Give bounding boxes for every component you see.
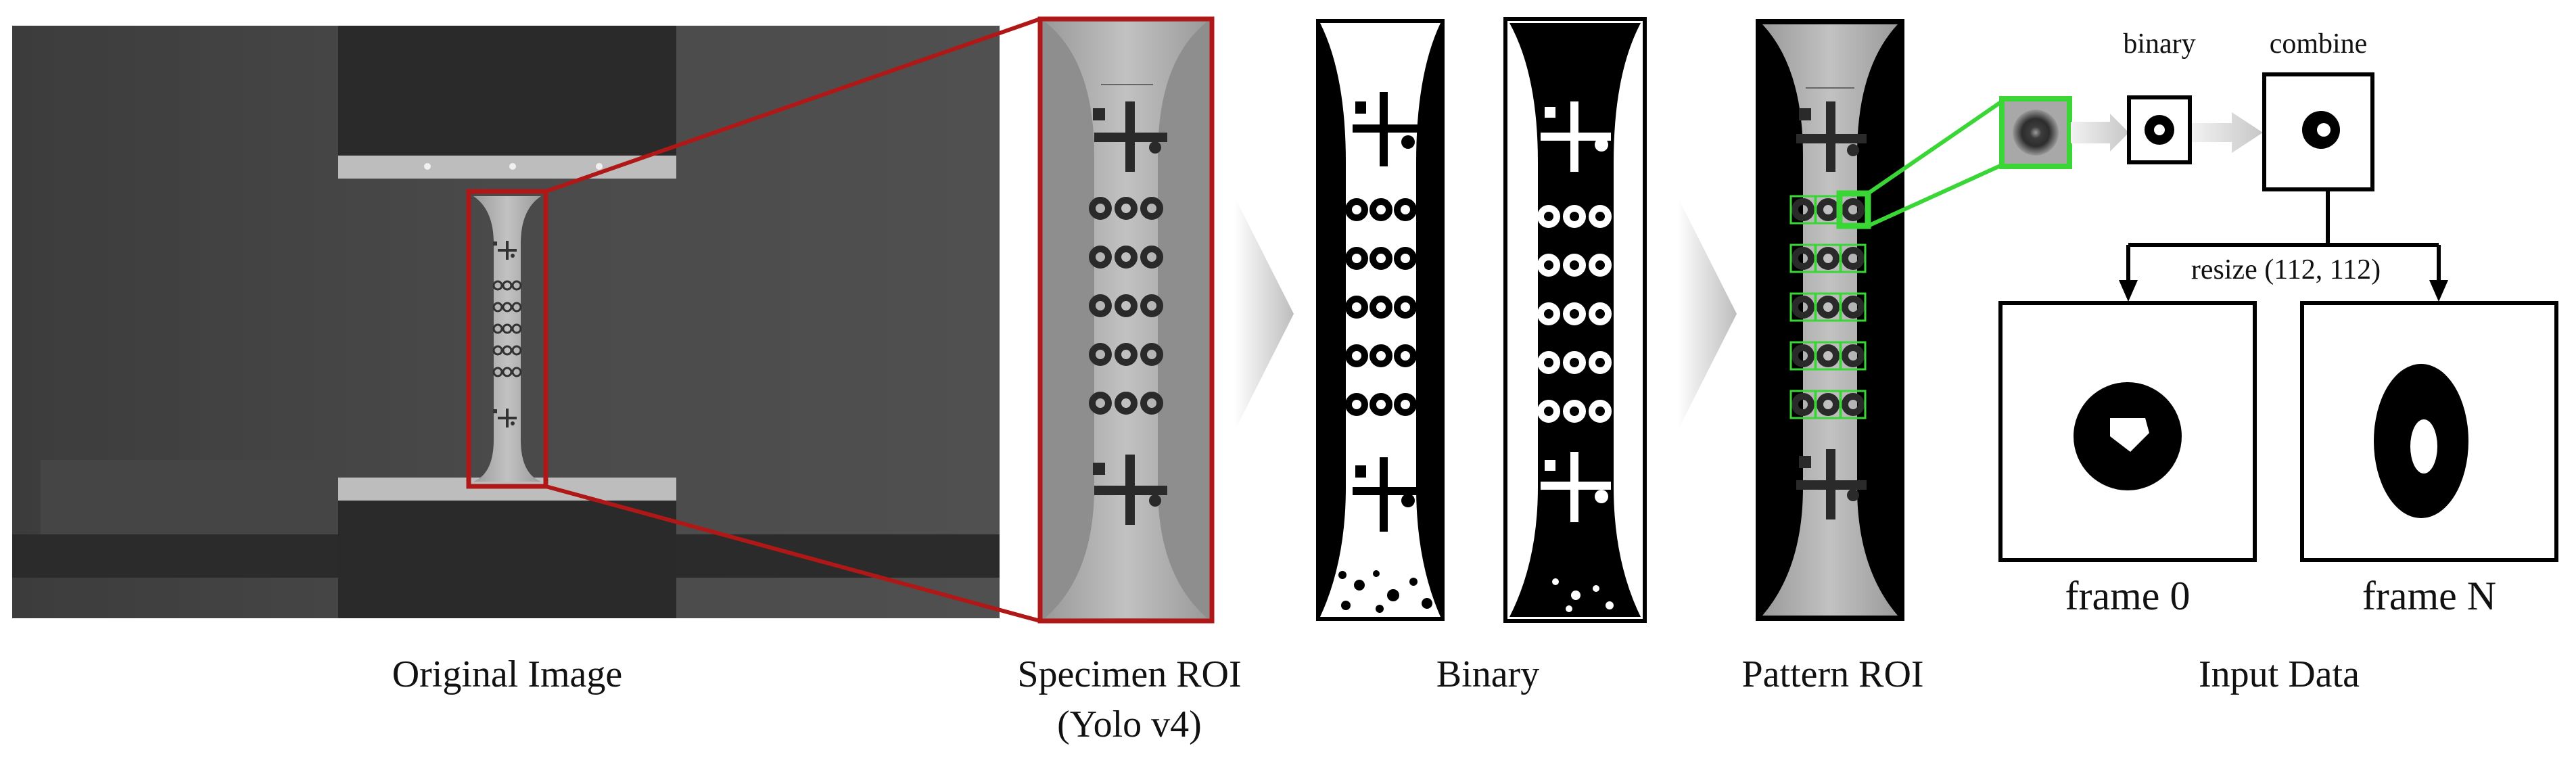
label-input-data: Input Data bbox=[2199, 653, 2360, 695]
arrow-icon bbox=[2191, 112, 2263, 153]
annotation-resize: resize (112, 112) bbox=[2151, 253, 2421, 287]
original-image bbox=[12, 26, 1000, 618]
roi-link-top bbox=[545, 17, 1041, 193]
zoom-link-top bbox=[1867, 99, 2003, 195]
arrow-icon bbox=[2071, 114, 2129, 152]
annotation-combine: combine bbox=[2269, 28, 2368, 60]
zoom-link-bottom bbox=[1867, 163, 2003, 228]
arrow-down-icon bbox=[2429, 280, 2448, 302]
pattern-roi-image bbox=[1756, 19, 1904, 621]
label-specimen-roi: Specimen ROI bbox=[1017, 653, 1242, 695]
chevron-arrow-icon bbox=[1234, 196, 1294, 432]
zoomed-pattern bbox=[1999, 96, 2072, 169]
label-frame-0: frame 0 bbox=[2065, 574, 2191, 618]
label-original-image: Original Image bbox=[392, 653, 623, 695]
combine-pattern-box bbox=[2262, 72, 2374, 191]
binary-image-white bbox=[1316, 19, 1445, 621]
label-binary: Binary bbox=[1436, 653, 1540, 695]
arrow-down-icon bbox=[2119, 280, 2138, 302]
label-specimen-roi-model: (Yolo v4) bbox=[1057, 703, 1202, 745]
frame-n-box bbox=[2300, 301, 2558, 562]
frame-0-box bbox=[1998, 301, 2257, 562]
binary-image-inverted bbox=[1503, 17, 1647, 623]
annotation-binary: binary bbox=[2123, 28, 2196, 60]
label-pattern-roi: Pattern ROI bbox=[1741, 653, 1924, 695]
binary-pattern-box bbox=[2127, 95, 2192, 164]
roi-link-bottom bbox=[545, 484, 1041, 623]
chevron-arrow-icon bbox=[1677, 196, 1737, 432]
specimen-roi-image bbox=[1037, 16, 1215, 624]
label-frame-n: frame N bbox=[2362, 574, 2497, 618]
resize-connector bbox=[2126, 189, 2441, 283]
